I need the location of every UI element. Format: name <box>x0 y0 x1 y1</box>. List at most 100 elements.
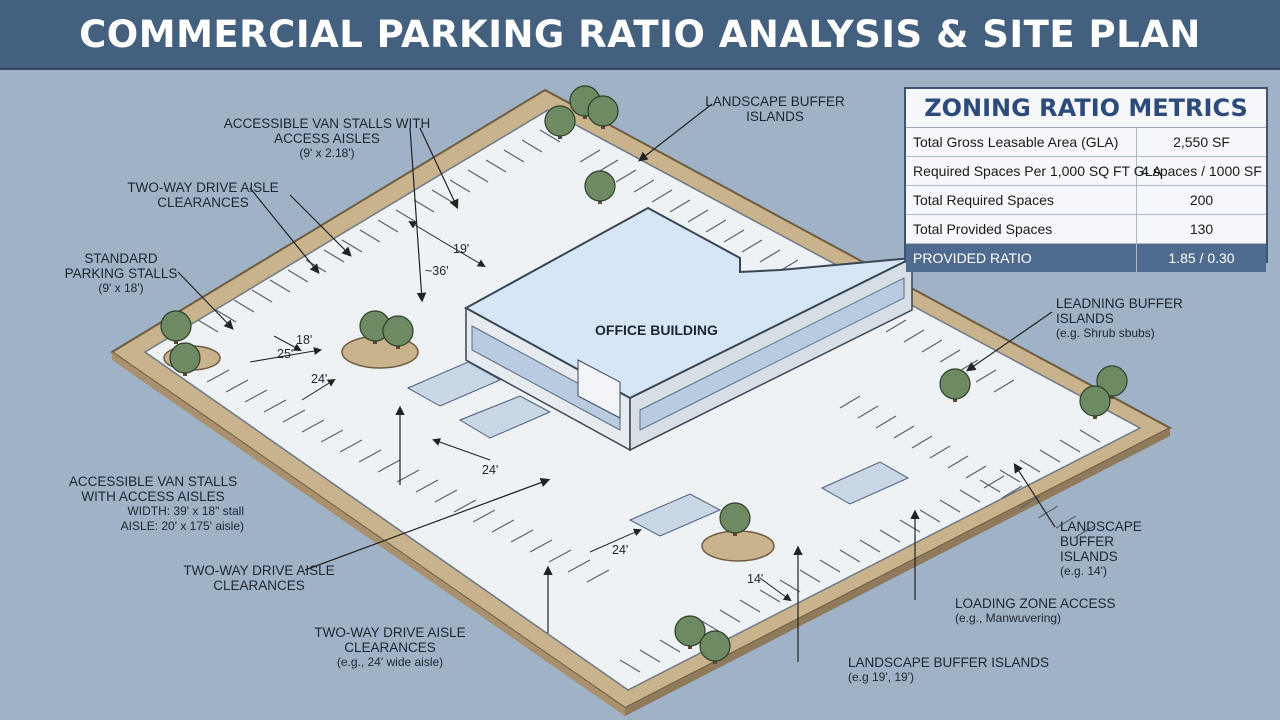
metrics-title: ZONING RATIO METRICS <box>906 89 1266 128</box>
stall-stripe <box>659 639 681 653</box>
stall-stripe <box>269 279 291 293</box>
stall-stripe <box>979 479 1001 493</box>
metric-label: Total Required Spaces <box>906 186 1137 214</box>
stall-stripe <box>586 569 610 583</box>
callout-landscape-bottom: LANDSCAPE BUFFER ISLANDS(e.g 19', 19') <box>848 655 1049 685</box>
stall-stripe <box>225 379 249 393</box>
callout-sub: (9' x 2.18') <box>299 146 355 160</box>
stall-stripe <box>358 449 382 463</box>
stall-stripe <box>396 469 420 483</box>
stall-stripe <box>947 455 969 469</box>
tree <box>719 502 751 536</box>
stall-stripe <box>919 509 941 523</box>
tree <box>160 310 192 344</box>
stall-stripe <box>579 149 601 163</box>
stall-stripe <box>197 319 219 333</box>
stall-stripe <box>759 249 781 263</box>
stall-stripe <box>779 579 801 593</box>
stall-stripe <box>415 479 439 493</box>
callout-landscape-right: LANDSCAPE BUFFER ISLANDS(e.g. 14') <box>1060 519 1164 579</box>
stall-stripe <box>723 229 745 243</box>
stall-stripe <box>467 169 489 183</box>
stall-stripe <box>759 589 781 603</box>
stall-stripe <box>453 499 477 513</box>
stall-stripe <box>965 465 987 479</box>
stall-stripe <box>251 289 273 303</box>
callout-sub: (e.g. 14') <box>1060 564 1107 578</box>
tree <box>584 170 616 204</box>
dimension-label: 24' <box>482 463 499 477</box>
dimension-label: 24' <box>612 543 629 557</box>
callout-drive-aisle-top: TWO-WAY DRIVE AISLE CLEARANCES <box>118 180 288 210</box>
callout-title: TWO-WAY DRIVE AISLE CLEARANCES <box>314 625 466 655</box>
tree <box>1079 385 1111 419</box>
callout-van-stalls-top: ACCESSIBLE VAN STALLS WITH ACCESS AISLES… <box>222 116 432 161</box>
stall-stripe <box>1055 515 1077 529</box>
stall-stripe <box>472 509 496 523</box>
leader-lines <box>177 103 1056 662</box>
stall-stripe <box>1037 505 1059 519</box>
dimension-label: 25' <box>277 347 294 361</box>
callout-sub: (e.g., Manwuvering) <box>955 611 1062 625</box>
callout-sub: (e.g., 24' wide aisle) <box>336 655 444 669</box>
stall-stripe <box>1059 439 1081 453</box>
stall-stripe <box>739 599 761 613</box>
stall-stripe <box>339 439 363 453</box>
tree <box>169 342 201 376</box>
metric-label: Total Gross Leasable Area (GLA) <box>906 128 1137 156</box>
callout-title: STANDARD PARKING STALLS <box>64 251 178 281</box>
stall-stripe <box>323 249 345 263</box>
stall-stripe <box>921 339 943 353</box>
callout-drive-aisle-mid: TWO-WAY DRIVE AISLE CLEARANCES <box>174 563 344 593</box>
zoning-metrics-table: ZONING RATIO METRICS Total Gross Leasabl… <box>904 87 1268 272</box>
stall-stripe <box>983 475 1005 489</box>
stall-stripe <box>687 209 709 223</box>
stall-stripe <box>539 129 561 143</box>
stall-stripe <box>885 319 907 333</box>
stall-stripe <box>819 559 841 573</box>
stall-stripe <box>839 395 861 409</box>
stall-stripe <box>567 559 591 573</box>
stall-stripe <box>434 489 458 503</box>
callout-sub: AISLE: 20' x 175' aisle) <box>120 519 244 533</box>
stall-stripe <box>859 539 881 553</box>
callout-sub: (e.g. Shrub sbubs) <box>1056 326 1155 340</box>
stall-stripe <box>597 159 619 173</box>
metric-value: 2,550 SF <box>1173 134 1230 150</box>
stall-stripe <box>857 405 879 419</box>
callout-title: LANDSCAPE BUFFER ISLANDS <box>848 655 1050 670</box>
stall-stripe <box>899 519 921 533</box>
stall-stripe <box>413 199 435 213</box>
stall-stripe <box>341 239 363 253</box>
callout-title: LANDSCAPE BUFFER ISLANDS <box>1060 519 1142 564</box>
stall-stripe <box>287 269 309 283</box>
callout-standard-stalls: STANDARD PARKING STALLS(9' x 18') <box>58 251 184 296</box>
callout-leading-buffer: LEADNING BUFFER ISLANDS(e.g. Shrub sbubs… <box>1056 296 1196 341</box>
callout-title: TWO-WAY DRIVE AISLE CLEARANCES <box>183 563 335 593</box>
stall-stripe <box>485 159 507 173</box>
callout-title: LEADNING BUFFER ISLANDS <box>1056 296 1183 326</box>
callout-title: TWO-WAY DRIVE AISLE CLEARANCES <box>127 180 279 210</box>
stall-stripe <box>705 219 727 233</box>
callout-drive-aisle-bottom: TWO-WAY DRIVE AISLE CLEARANCES(e.g., 24'… <box>310 625 470 670</box>
callout-loading-zone: LOADING ZONE ACCESS(e.g., Manwuvering) <box>955 596 1116 626</box>
tree <box>939 368 971 402</box>
dimension-label: 14' <box>747 572 764 586</box>
stall-stripe <box>799 569 821 583</box>
stall-stripe <box>993 379 1015 393</box>
stall-stripe <box>839 549 861 563</box>
stall-stripe <box>719 609 741 623</box>
dimension-label: 19' <box>453 242 470 256</box>
dimension-label: 18' <box>296 333 313 347</box>
stall-stripe <box>1019 459 1041 473</box>
stall-stripe <box>521 139 543 153</box>
stall-stripe <box>263 399 287 413</box>
tree <box>699 630 731 664</box>
dimension-label: ~36' <box>425 264 449 278</box>
stall-stripe <box>206 369 230 383</box>
callout-sub: (9' x 18') <box>98 281 144 295</box>
stall-stripe <box>615 169 637 183</box>
